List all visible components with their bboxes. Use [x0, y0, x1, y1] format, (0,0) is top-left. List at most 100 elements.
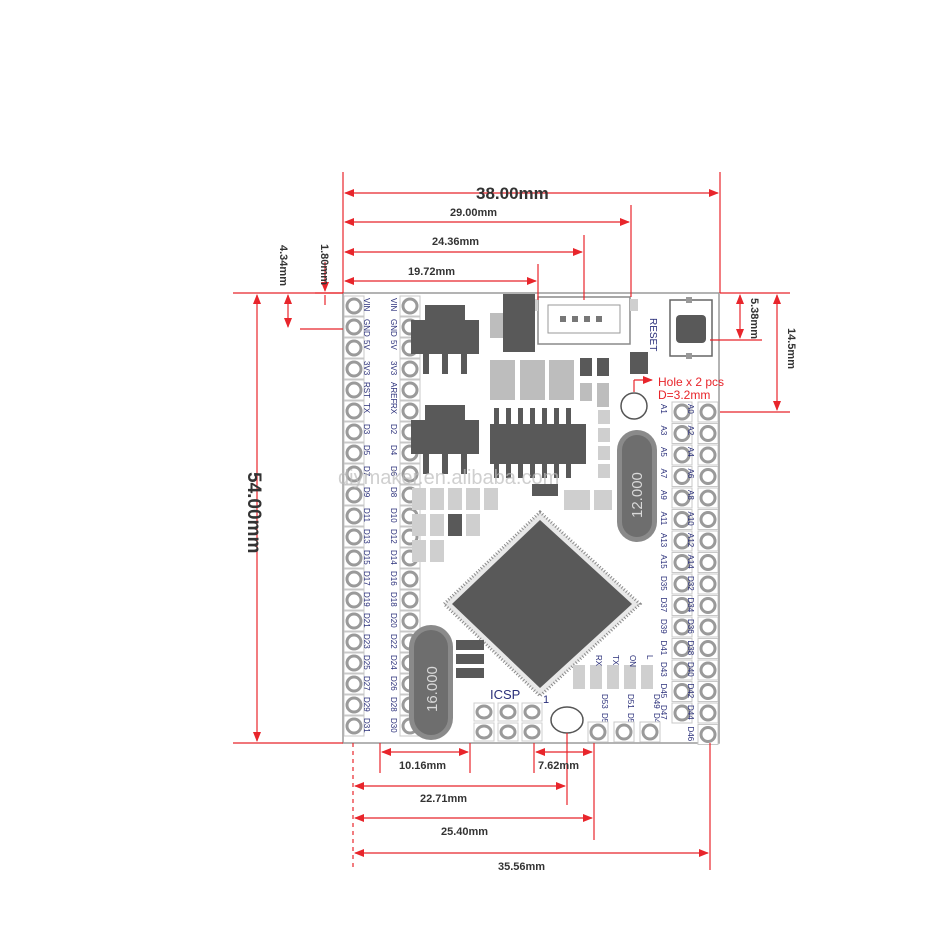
icsp-pin-hole: [523, 704, 541, 720]
left-inner-pin-hole: [401, 591, 419, 609]
right-outer-pin-hole: [699, 554, 717, 571]
left-outer-pin-label: VIN: [362, 298, 371, 312]
left-inner-pin-hole: [401, 360, 419, 378]
icsp-pin-hole: [475, 704, 493, 720]
left-inner-pin-label: D22: [389, 634, 398, 649]
left-inner-pin-label: 3V3: [389, 361, 398, 376]
capacitor-group-top: [490, 352, 648, 407]
right-outer-pin-label: A4: [686, 447, 695, 457]
right-inner-pin-hole: [673, 704, 691, 722]
right-outer-pin-label: D34: [686, 598, 695, 613]
crystal-16-label: 16.000: [424, 666, 441, 712]
right-outer-pin-hole: [699, 704, 717, 722]
left-outer-pin-hole: [345, 549, 363, 567]
left-outer-pin-label: D3: [362, 424, 371, 435]
led-label: TX: [611, 655, 620, 666]
right-outer-pin-label: A12: [686, 533, 695, 548]
right-outer-pin-hole: [699, 489, 717, 507]
label-1016: 10.16mm: [399, 760, 446, 772]
left-outer-pin-hole: [345, 570, 363, 588]
right-outer-pin-hole: [699, 403, 717, 421]
right-inner-pin-label: D37: [659, 598, 668, 613]
left-inner-pin-label: D16: [389, 571, 398, 586]
bottom-pin-hole: [641, 723, 659, 741]
right-outer-pin-hole: [699, 511, 717, 528]
label-2540: 25.40mm: [441, 826, 488, 838]
right-inner-pin-label: D45: [659, 684, 668, 699]
left-outer-pin-label: D11: [362, 508, 371, 523]
right-inner-pin-label: D43: [659, 662, 668, 677]
left-outer-pin-hole: [345, 654, 363, 672]
label-1972: 19.72mm: [408, 266, 455, 278]
left-outer-pin-label: D23: [362, 634, 371, 649]
right-outer-pin-label: D32: [686, 576, 695, 591]
left-inner-pin-label: AREF: [389, 382, 398, 403]
usb-connector: [530, 296, 638, 345]
voltage-regulator-1: [411, 305, 479, 374]
bottom-pin-label-a: D51: [626, 694, 635, 709]
right-inner-pin-label: D39: [659, 619, 668, 634]
right-inner-pin-label: A13: [659, 533, 668, 548]
left-outer-pin-label: GND: [362, 319, 371, 337]
watermark: diymaker.en.alibaba.com: [338, 467, 559, 489]
bottom-pin-hole: [589, 723, 607, 741]
right-inner-pin-label: A9: [659, 490, 668, 500]
crystal-12mhz: 12.000: [617, 430, 657, 542]
right-outer-pin-label: D38: [686, 641, 695, 656]
pin-labels: VINGND5V3V3RSTTXD3D5D7D9D11D13D15D17D19D…: [362, 298, 695, 742]
left-outer-pin-hole: [345, 318, 363, 336]
left-outer-pin-label: D27: [362, 676, 371, 691]
right-outer-pin-label: D40: [686, 662, 695, 677]
left-outer-pin-label: D21: [362, 613, 371, 628]
right-inner-pin-hole: [673, 425, 691, 442]
icsp-label: ICSP: [490, 687, 520, 702]
left-inner-pin-hole: [401, 381, 419, 399]
hole-note-line1: Hole x 2 pcs: [658, 375, 724, 389]
right-inner-pin-label: D35: [659, 576, 668, 591]
right-inner-pin-label: A11: [659, 512, 668, 526]
right-inner-pin-label: D47: [659, 705, 668, 720]
left-inner-pin-label: D10: [389, 508, 398, 523]
right-inner-pin-label: A5: [659, 447, 668, 457]
reset-button: RESET: [647, 297, 713, 359]
right-outer-pin-label: A10: [686, 512, 695, 527]
left-outer-pin-hole: [345, 339, 363, 357]
left-inner-pin-label: RX: [389, 403, 398, 415]
icsp-pin-hole: [475, 724, 493, 740]
usb-interface-chip: [490, 408, 586, 478]
left-inner-pin-label: D12: [389, 529, 398, 544]
mounting-hole-top: [620, 392, 648, 420]
right-outer-pin-hole: [699, 597, 717, 614]
led-label: ON: [628, 655, 637, 667]
left-outer-pin-hole: [345, 612, 363, 630]
left-outer-pin-hole: [345, 402, 363, 420]
left-inner-pin-label: 5V: [389, 340, 398, 350]
left-inner-pin-label: D6: [389, 466, 398, 477]
left-outer-header: [343, 295, 365, 737]
bottom-pin-label-a: D53: [600, 694, 609, 709]
left-outer-pin-hole: [345, 423, 363, 441]
left-outer-pin-label: D29: [362, 697, 371, 712]
right-outer-header: [697, 401, 719, 745]
left-outer-pin-hole: [345, 381, 363, 399]
left-outer-pin-hole: [345, 633, 363, 651]
label-180: 1.80mm: [318, 244, 330, 285]
left-outer-pin-hole: [345, 360, 363, 378]
right-inner-pin-hole: [673, 575, 691, 593]
icsp-pin-hole: [523, 724, 541, 740]
right-outer-pin-label: A2: [686, 426, 695, 436]
right-inner-pin-label: A15: [659, 555, 668, 570]
left-outer-pin-hole: [345, 444, 363, 462]
crystal-caps: [456, 640, 484, 678]
right-outer-pin-label: A14: [686, 555, 695, 570]
right-outer-pin-hole: [699, 532, 717, 550]
left-inner-pin-label: D4: [389, 445, 398, 456]
left-outer-pin-label: D5: [362, 445, 371, 456]
icsp-pin1-label: 1: [543, 694, 549, 706]
left-outer-pin-hole: [345, 465, 363, 483]
bottom-pin-label-b: D48: [652, 713, 661, 728]
pcb-board: VINGND5V3V3RSTTXD3D5D7D9D11D13D15D17D19D…: [338, 292, 724, 745]
left-outer-pin-label: D9: [362, 487, 371, 498]
